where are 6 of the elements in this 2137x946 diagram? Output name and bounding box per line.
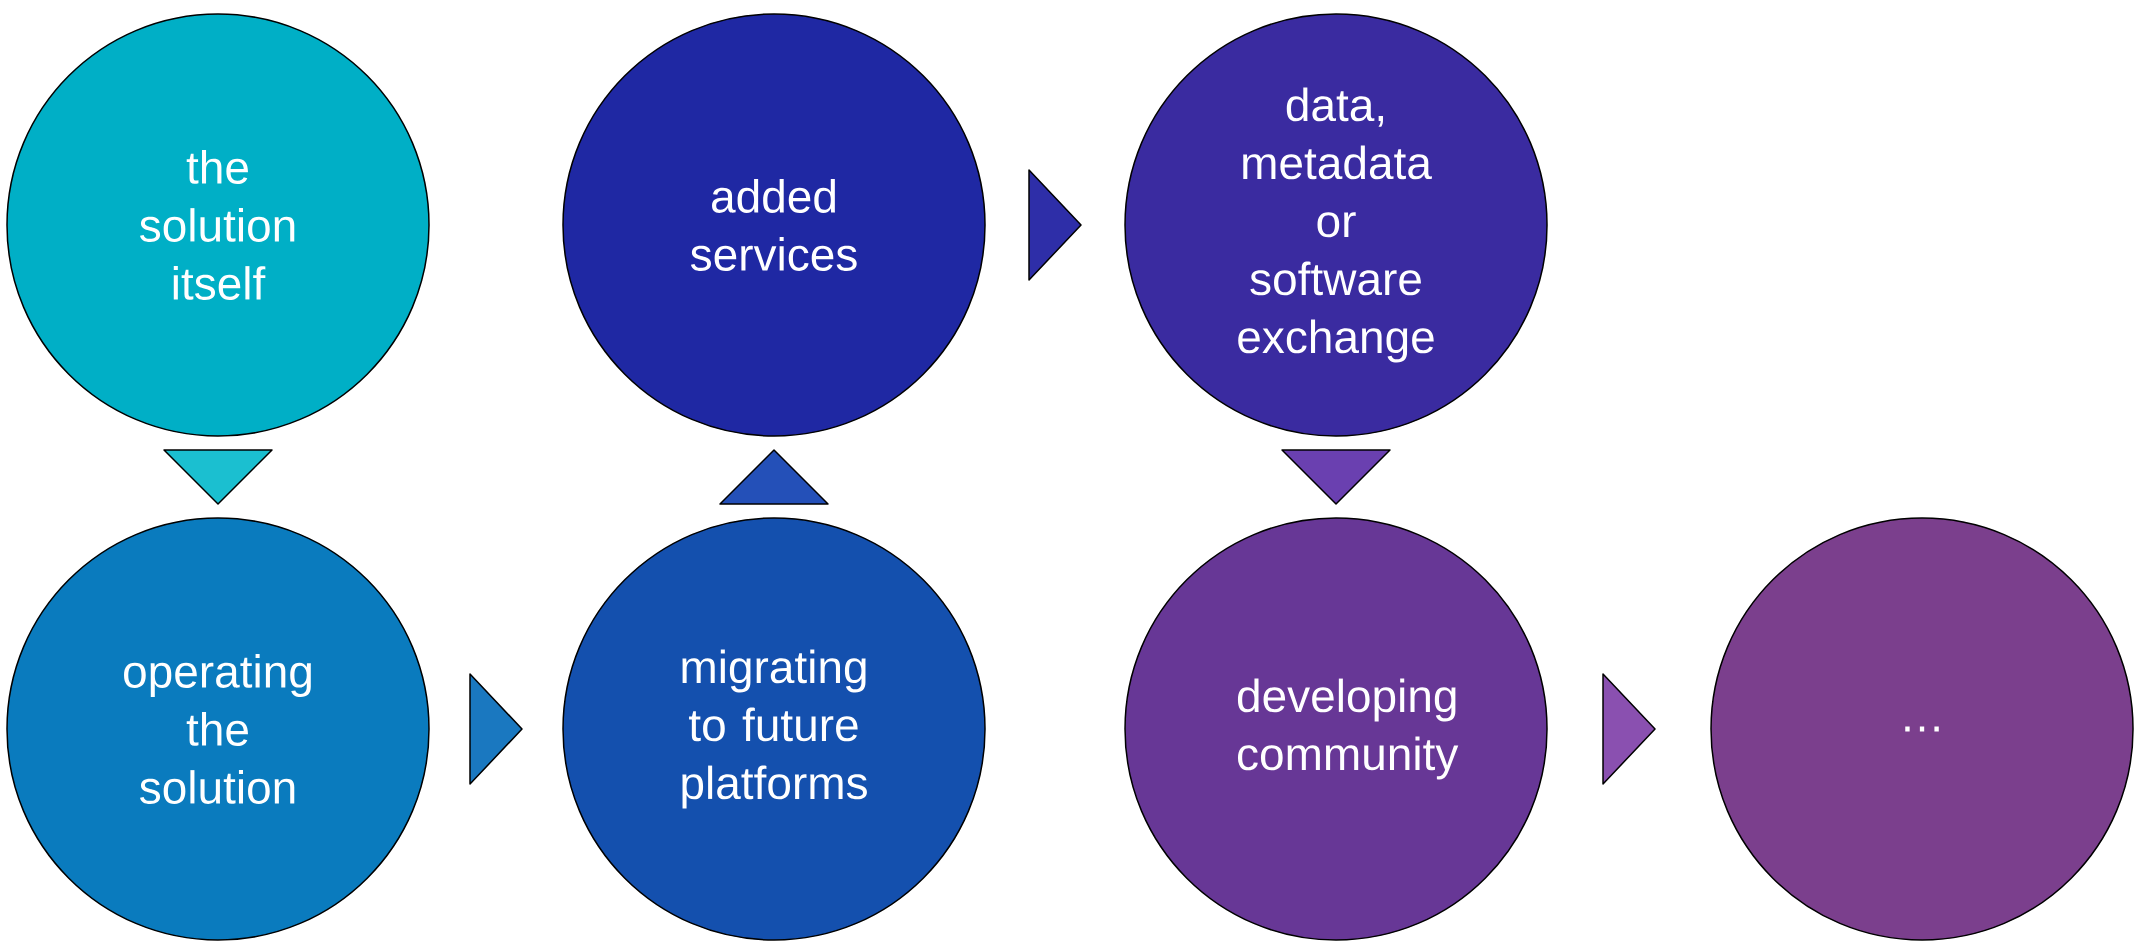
arrow — [1028, 169, 1082, 281]
arrow — [1281, 449, 1391, 505]
arrow — [1602, 673, 1656, 785]
arrow — [469, 673, 523, 785]
arrow — [719, 449, 829, 505]
arrow — [163, 449, 273, 505]
